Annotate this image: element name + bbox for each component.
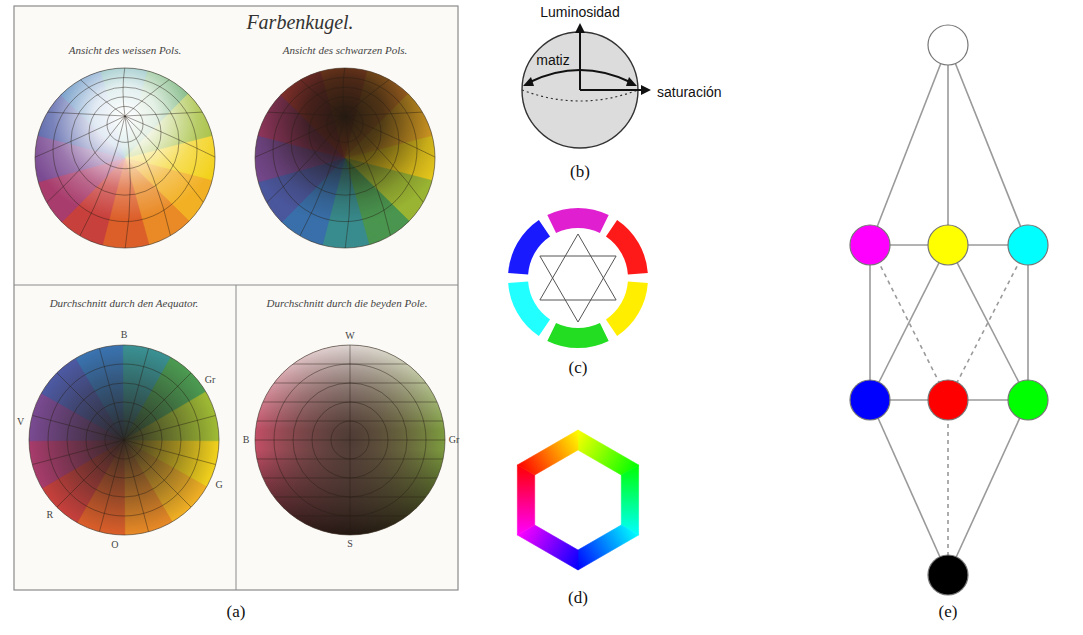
panel-caption: Farbenkugel. — [246, 11, 353, 34]
panel-caption: Durchschnitt durch die beyden Pole. — [267, 297, 428, 310]
hue-letter: Gr — [205, 374, 216, 386]
hue-letter: Gr — [449, 434, 460, 446]
hue-letter: S — [347, 538, 353, 550]
hue-letter: B — [243, 434, 250, 446]
hue-letter: R — [46, 509, 53, 521]
panel-caption: Ansicht des weissen Pols. — [69, 44, 181, 57]
panel-label: (c) — [569, 358, 588, 378]
hue-letter: O — [111, 539, 118, 551]
hue-letter: W — [345, 330, 354, 342]
panel-label: (b) — [570, 162, 590, 182]
panel-caption: Durchschnitt durch den Aequator. — [50, 297, 199, 310]
axis-label: matiz — [536, 52, 569, 68]
hue-letter: V — [17, 416, 24, 428]
panel-label: (a) — [227, 602, 246, 622]
hue-letter: G — [216, 479, 223, 491]
axis-label: saturación — [657, 84, 722, 100]
hue-letter: B — [121, 329, 128, 341]
panel-label: (d) — [568, 588, 588, 608]
panel-caption: Ansicht des schwarzen Pols. — [283, 44, 408, 57]
panel-label: (e) — [939, 602, 958, 622]
axis-label: Luminosidad — [540, 4, 619, 20]
